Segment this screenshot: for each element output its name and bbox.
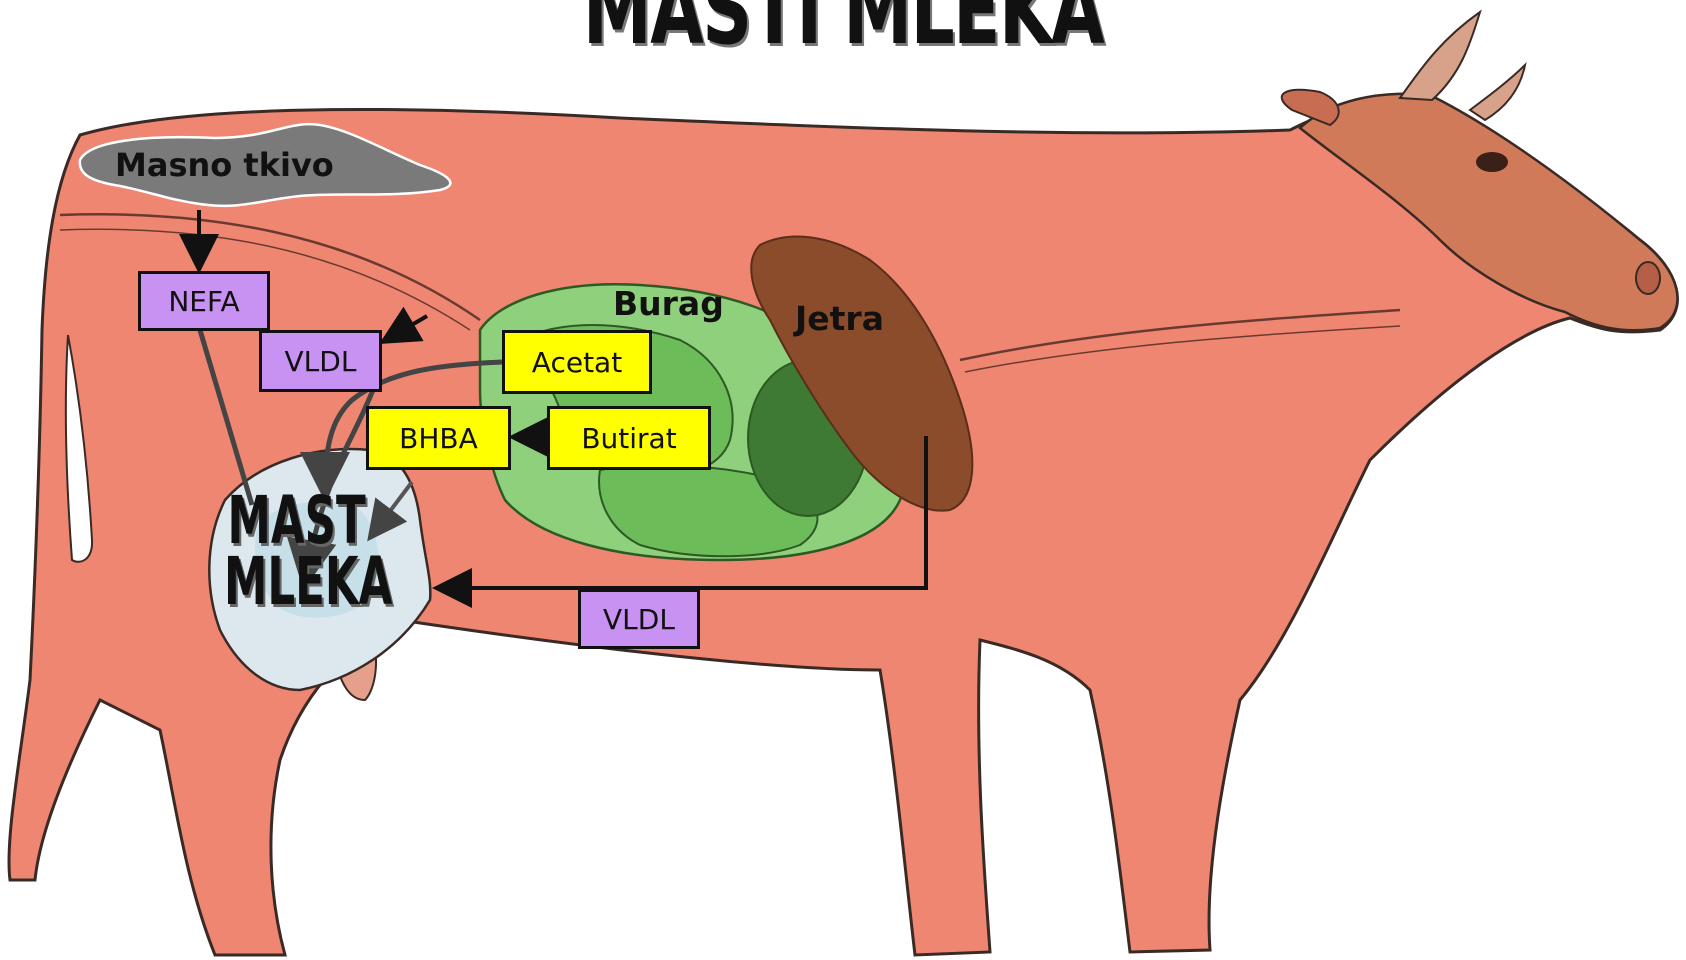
cow-horn-right bbox=[1470, 65, 1525, 120]
vldl-box-top: VLDL bbox=[259, 330, 382, 392]
udder-label-line2: MLEKA bbox=[224, 551, 369, 612]
udder-label: MAST MLEKA bbox=[224, 490, 369, 613]
butirat-box: Butirat bbox=[547, 406, 711, 470]
acetat-box: Acetat bbox=[502, 330, 652, 394]
bhba-box: BHBA bbox=[366, 406, 511, 470]
diagram-title: MASTI MLEKA bbox=[236, 0, 1450, 58]
cow-eye bbox=[1476, 152, 1508, 172]
nefa-box: NEFA bbox=[138, 271, 270, 331]
liver-label: Jetra bbox=[795, 299, 884, 338]
adipose-label: Masno tkivo bbox=[115, 146, 334, 184]
udder-label-line1: MAST bbox=[224, 490, 369, 551]
vldl-box-bottom: VLDL bbox=[578, 589, 700, 649]
rumen-label: Burag bbox=[613, 284, 724, 323]
cow-nostril bbox=[1636, 262, 1660, 294]
